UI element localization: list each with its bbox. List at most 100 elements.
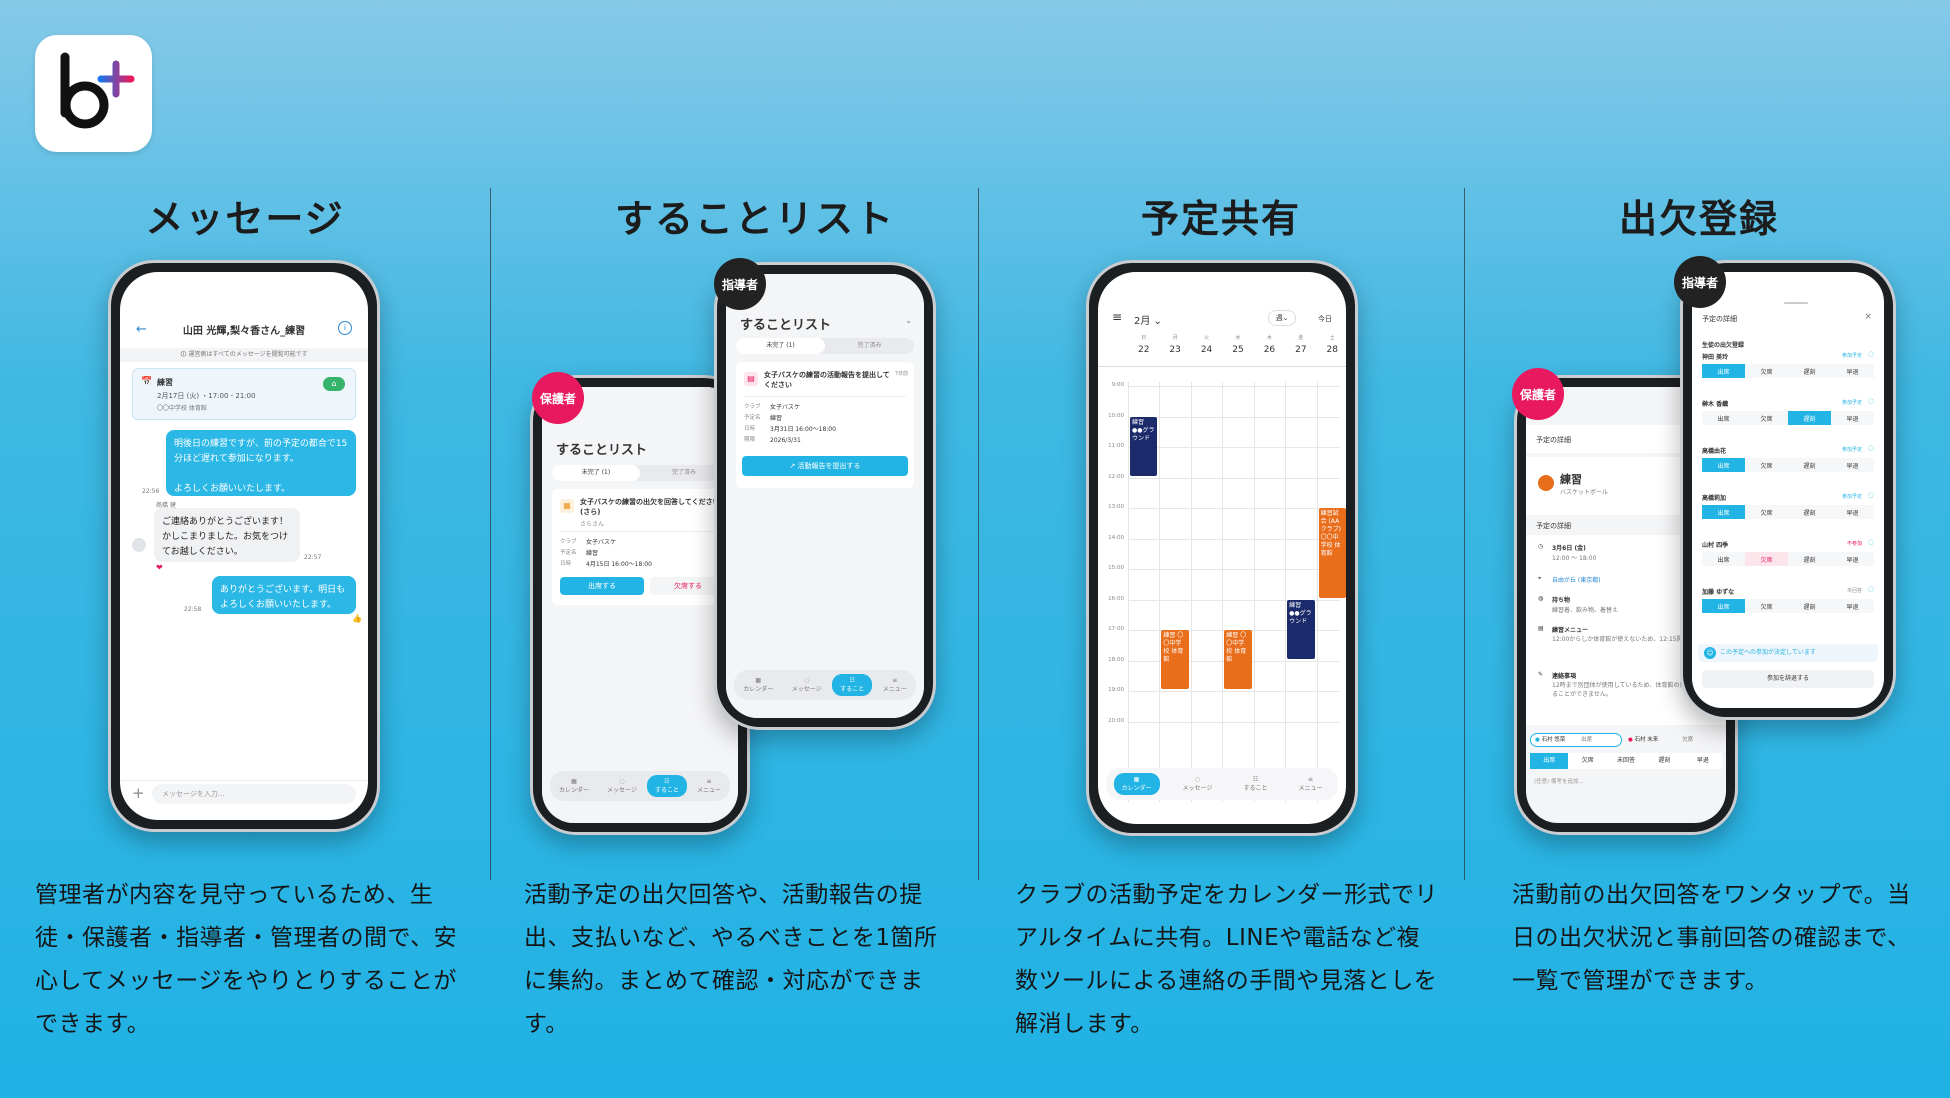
chat-icon[interactable]: ◌ [1867,350,1874,358]
tab-complete[interactable]: 完了済み [857,342,882,349]
tab-todo[interactable]: ☷すること [646,775,687,797]
message-input[interactable]: メッセージを入力... [152,784,356,804]
tab-calendar[interactable]: ▦カレンダー [1113,773,1160,795]
attendance-option[interactable]: 欠席 [1745,411,1788,425]
hamburger-icon[interactable]: ≡ [1112,310,1123,324]
attendance-option[interactable]: 出席 [1702,458,1745,472]
todo-tabs: 未完了 (1) 完了済み [736,338,914,354]
tab-menu[interactable]: ≡メニュー [696,778,721,794]
month-selector[interactable]: 2月 ⌄ [1134,316,1162,327]
calendar-event[interactable]: 練習 〇〇中学校 体育館 [1161,630,1189,689]
location-pin-icon: ⌖ [1538,575,1542,582]
view-selector[interactable]: 週⌄ [1268,310,1296,326]
notice-label: 連絡事項 [1552,673,1577,680]
grid-column-line [1128,382,1129,802]
attendance-option[interactable]: 出席 [1702,552,1745,566]
tab-incomplete[interactable]: 未完了 (1) [736,338,825,354]
option-unanswered[interactable]: 未回答 [1617,757,1636,764]
attendance-option[interactable]: 遅刻 [1788,599,1831,613]
calendar-day[interactable]: 金 27 [1285,334,1316,355]
decline-button[interactable]: 参加を辞退する [1702,670,1874,688]
calendar-event[interactable]: 練習試合 (AAクラブ) 〇〇中学校 体育館 [1318,508,1346,598]
section-title-attendance: 出欠登録 [1618,197,1779,241]
info-icon[interactable]: i [338,321,352,335]
chat-icon[interactable]: ◌ [1867,397,1874,405]
attendance-option[interactable]: 出席 [1702,411,1745,425]
grid-row-line [1128,569,1340,570]
attendance-option[interactable]: 遅刻 [1788,552,1831,566]
tab-todo[interactable]: ☷すること [1243,776,1268,792]
child-chip[interactable]: ● 石村 未来 欠席 [1628,737,1694,743]
attend-button[interactable]: 出席する [560,577,644,595]
attendance-option[interactable]: 遅刻 [1788,458,1831,472]
calendar-event[interactable]: 練習 〇〇中学校 体育館 [1224,630,1252,689]
attendance-option[interactable]: 早退 [1831,552,1874,566]
memo-input[interactable]: (任意) 備考を追加... [1534,779,1584,785]
tab-menu[interactable]: ≡メニュー [1298,776,1323,792]
attendance-option[interactable]: 早退 [1831,411,1874,425]
calendar-icon: 📅 [141,377,153,387]
attendance-option[interactable]: 欠席 [1745,552,1788,566]
weekday-label: 金 [1298,335,1304,341]
back-arrow-icon[interactable]: ← [136,322,147,337]
chat-icon[interactable]: ◌ [1867,585,1874,593]
tab-message[interactable]: ◌メッセージ [1182,776,1213,792]
attendance-option[interactable]: 早退 [1831,458,1874,472]
hour-label: 20:00 [1108,717,1124,724]
attendance-option[interactable]: 欠席 [1745,458,1788,472]
day-number: 27 [1295,345,1307,355]
submit-report-button[interactable]: ↗ 活動報告を提出する [742,456,908,476]
option-early[interactable]: 早退 [1696,757,1709,764]
chat-icon[interactable]: ◌ [1867,491,1874,499]
option-absent[interactable]: 欠席 [1581,757,1594,764]
event-place-link[interactable]: 自由が丘 (東京都) [1552,577,1601,584]
attendance-option[interactable]: 早退 [1831,599,1874,613]
chat-icon[interactable]: ◌ [1867,538,1874,546]
close-icon[interactable]: × [1864,312,1872,322]
option-late[interactable]: 遅刻 [1658,757,1671,764]
tab-incomplete[interactable]: 未完了 (1) [552,465,640,481]
calendar-event[interactable]: 練習 ●●グラウンド [1130,416,1158,476]
event-date: 2月17日 (火) ・17:00 - 21:00 [157,392,256,400]
tab-calendar[interactable]: ▦カレンダー [743,677,774,693]
weekday-label: 火 [1204,335,1210,341]
attendance-option[interactable]: 出席 [1702,505,1745,519]
task-card[interactable]: ▤ 女子バスケの練習の活動報告を提出してください 7日前 クラブ予定名日時期限 … [736,362,914,488]
chat-icon[interactable]: ◌ [1867,444,1874,452]
tab-complete[interactable]: 完了済み [671,469,696,476]
attendance-option[interactable]: 遅刻 [1788,411,1831,425]
grid-column-line [1253,382,1255,802]
event-card[interactable]: 📅 練習 2月17日 (火) ・17:00 - 21:00 〇〇中学校 体育館 … [132,368,356,420]
attendance-option[interactable]: 早退 [1831,505,1874,519]
today-button[interactable]: 今日 [1318,315,1332,323]
message-time: 22:58 [184,606,202,613]
attendance-option[interactable]: 欠席 [1745,505,1788,519]
child-chip-selected[interactable]: ● 石村 悠菜 出席 [1530,733,1622,747]
tab-calendar[interactable]: ▦カレンダー [559,778,590,794]
attendance-option[interactable]: 欠席 [1745,364,1788,378]
option-attend[interactable]: 出席 [1530,753,1569,769]
tab-message[interactable]: ◌メッセージ [791,677,822,693]
plus-icon[interactable]: + [132,784,145,802]
chevron-down-icon[interactable]: ⌄ [905,316,912,325]
todo-tabs: 未完了 (1) 完了済み [552,465,728,481]
attendance-option[interactable]: 遅刻 [1788,364,1831,378]
attendance-option[interactable]: 欠席 [1745,599,1788,613]
calendar-event[interactable]: 練習 ●●グラウンド [1287,599,1315,659]
task-card[interactable]: ▦ 女子バスケの練習の出欠を回答してください (さら) さらさん クラブ予定名日… [552,489,738,605]
attendance-option[interactable]: 出席 [1702,364,1745,378]
student-name: 山村 四季 [1702,542,1729,549]
tab-menu[interactable]: ≡メニュー [882,677,907,693]
attendance-option[interactable]: 遅刻 [1788,505,1831,519]
tab-message[interactable]: ◌メッセージ [607,778,637,794]
attendance-option[interactable]: 早退 [1831,364,1874,378]
attendance-option[interactable]: 出席 [1702,599,1745,613]
absent-button[interactable]: 欠席する [650,577,726,595]
tab-todo[interactable]: ☷すること [832,674,873,696]
